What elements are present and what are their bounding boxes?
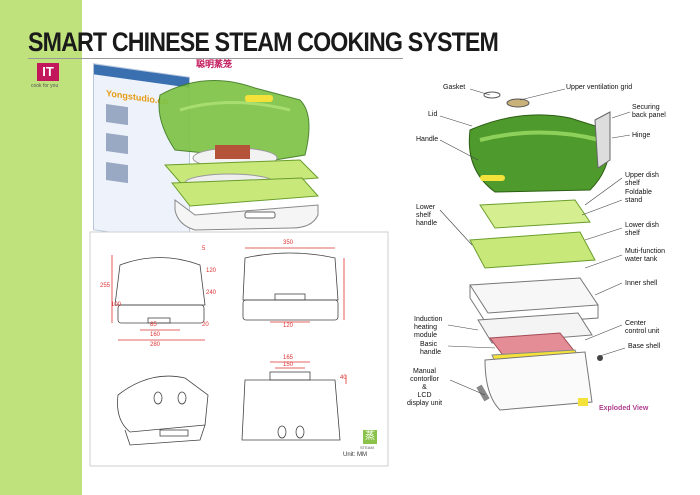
callout-lower-shelf-handle: Lower shelf handle <box>416 204 438 227</box>
hero-steamer <box>158 80 320 231</box>
dim-280: 280 <box>150 342 161 348</box>
dim-150: 150 <box>283 362 294 368</box>
callout-handle: Handle <box>416 136 439 143</box>
technical-drawing-frame <box>89 231 389 467</box>
leader-lines <box>439 88 631 396</box>
callout-manual-controller: Manual contorllor & LCD display unit <box>407 368 443 407</box>
dim-40: 40 <box>340 375 347 381</box>
callout-upper-vent: Upper ventilation grid <box>566 84 633 91</box>
brand-tagline: cook for you <box>31 83 59 89</box>
chinese-subtitle: 聪明蒸笼 <box>196 59 233 69</box>
callout-basic-handle: Basic handle <box>420 341 442 356</box>
callout-foldable-stand: Foldable stand <box>625 189 652 204</box>
steam-logo-text: STEAM <box>360 445 374 450</box>
dim-120-height: 120 <box>206 268 217 274</box>
dim-120-width: 120 <box>283 323 294 329</box>
left-accent-bar <box>0 0 82 495</box>
perspective-view-drawing <box>117 375 209 446</box>
dim-5: 5 <box>202 246 206 252</box>
poster-title: SMART CHINESE STEAM COOKING SYSTEM <box>28 27 499 57</box>
dim-165: 165 <box>283 355 294 361</box>
steam-logo: 蒸 <box>363 430 377 444</box>
exploded-view <box>468 91 611 411</box>
top-view-drawing <box>241 361 347 441</box>
callout-water-tank: Muti-function water tank <box>625 248 666 263</box>
dim-255: 255 <box>100 283 111 289</box>
callout-lower-dish-shelf: Lower dish shelf <box>625 222 659 237</box>
title-rule <box>28 58 403 59</box>
dim-20: 20 <box>202 322 209 328</box>
brand-logo: IT <box>37 63 59 81</box>
callout-inner-shell: Inner shell <box>625 280 658 287</box>
callout-induction-module: Induction heating module <box>414 316 443 339</box>
callout-lid: Lid <box>428 111 438 118</box>
callout-base-shell: Base shell <box>628 343 661 350</box>
dim-240: 240 <box>206 290 217 296</box>
callout-gasket: Gasket <box>443 84 466 91</box>
front-view-drawing <box>111 255 206 341</box>
side-view-drawing <box>242 247 345 323</box>
dim-350: 350 <box>283 240 294 246</box>
exploded-view-label: Exploded View <box>599 405 649 412</box>
dim-160: 160 <box>150 332 161 338</box>
callout-center-control: Center control unit <box>625 320 660 335</box>
dim-100: 100 <box>111 302 122 308</box>
unit-label: Unit: MM <box>343 452 367 458</box>
dim-85: 85 <box>150 322 157 328</box>
callout-securing-panel: Securing back panel <box>632 104 666 119</box>
callout-upper-dish-shelf: Upper dish shelf <box>625 172 659 187</box>
callout-hinge: Hinge <box>632 132 651 139</box>
